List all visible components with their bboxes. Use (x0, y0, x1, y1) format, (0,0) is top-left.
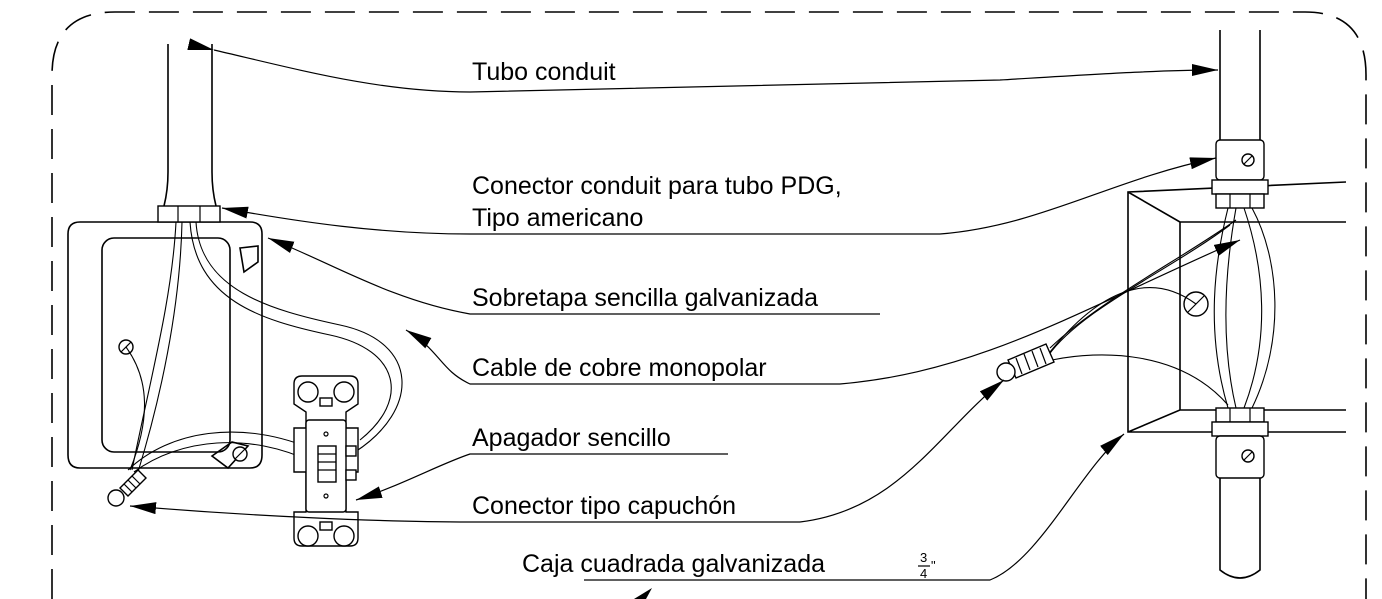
label-caja: Caja cuadrada galvanizada (522, 550, 825, 578)
right-assembly (996, 30, 1347, 579)
label-capuchon: Conector tipo capuchón (472, 492, 736, 520)
label-caja-size-den: 4 (920, 566, 927, 581)
label-apagador: Apagador sencillo (472, 424, 671, 452)
leader-caja (584, 433, 1125, 581)
cover-plate (67, 221, 263, 469)
leader-conector-conduit (221, 206, 940, 235)
leader-tubo-conduit (187, 38, 1219, 93)
right-conduit-tube-top (1219, 30, 1261, 140)
left-cap-connector (107, 469, 147, 507)
label-sobretapa: Sobretapa sencilla galvanizada (472, 284, 818, 312)
label-tubo-conduit: Tubo conduit (472, 58, 616, 86)
leader-cable-cobre-right (839, 239, 1241, 385)
right-wires (1047, 207, 1276, 409)
switch-device (293, 375, 359, 547)
label-caja-prefix: Caja (522, 550, 574, 578)
leader-apagador (355, 453, 728, 501)
left-conduit-tube (163, 44, 217, 207)
right-cap-connector (996, 343, 1055, 382)
leader-capuchon-right (799, 379, 1005, 523)
leader-conector-conduit-right (939, 157, 1217, 235)
right-conduit-tube-bottom (1219, 478, 1261, 579)
leader-cable-cobre (405, 329, 840, 385)
left-wires (125, 221, 403, 473)
cover-plate-opening (101, 237, 231, 453)
cover-plate-slot-top (239, 245, 259, 274)
cover-plate-slot-bottom (210, 441, 250, 470)
left-conduit-connector (157, 205, 221, 223)
leader-capuchon (129, 502, 800, 523)
square-box (1127, 181, 1347, 433)
right-conduit-connector-bottom (1211, 407, 1269, 479)
label-caja-size-num: 3 (920, 550, 927, 565)
label-conector-conduit-1: Conector conduit para tubo PDG, (472, 172, 842, 200)
label-caja-rest: cuadrada galvanizada (573, 550, 825, 578)
left-assembly (67, 44, 403, 547)
label-cable-cobre: Cable de cobre monopolar (472, 354, 767, 382)
plate-screw-bottom (232, 446, 248, 462)
leader-lines (129, 38, 1241, 581)
bottom-arrow-fragment (634, 588, 652, 599)
dashed-frame (51, 11, 1367, 599)
right-conduit-connector-top (1211, 139, 1269, 209)
leader-sobretapa (267, 237, 880, 315)
label-conector-conduit-2: Tipo americano (472, 204, 643, 232)
label-caja-size-mark: " (931, 558, 936, 573)
